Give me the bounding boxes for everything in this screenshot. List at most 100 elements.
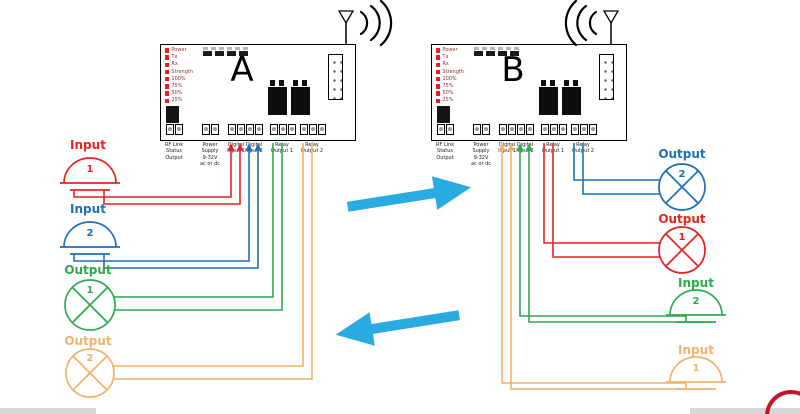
terminal <box>541 124 549 135</box>
lamp-symbol-a-output-1 <box>64 279 116 331</box>
wires-a-input-2 <box>73 145 259 269</box>
lamp-symbol-b-output-2 <box>658 163 706 211</box>
terminal <box>309 124 317 135</box>
radio-wave-icon <box>379 0 393 47</box>
led-row: 75% <box>165 83 193 89</box>
terminals-relay-output-1 <box>270 124 296 135</box>
device-a-input-2-label: Input <box>70 202 106 216</box>
terminal <box>571 124 579 135</box>
device-a-input-1-number: 1 <box>86 164 94 175</box>
tx-led-icon <box>165 55 170 60</box>
wires-a-input-1 <box>73 145 241 205</box>
led-row: 100% <box>436 75 464 82</box>
strength-led-icon <box>165 98 170 103</box>
module-b-led-column: Power Tx Rx Strength 100% 75% 50% 25% <box>436 48 464 106</box>
led-label: Tx <box>171 54 178 61</box>
led-label: Rx <box>171 61 178 68</box>
terminals-rf-link-status <box>437 124 454 135</box>
connector <box>486 51 495 56</box>
rx-led-icon <box>165 62 170 68</box>
relay-1 <box>539 87 558 115</box>
radio-wave-icon <box>359 10 369 36</box>
device-a-output-1-number: 1 <box>86 285 94 296</box>
rx-led-icon <box>436 62 441 68</box>
terminal <box>550 124 558 135</box>
module-a-board: Power Tx Rx Strength 100% 75% 50% 25% A <box>160 44 356 141</box>
led-label: 100% <box>171 75 186 82</box>
device-b-output-1-number: 1 <box>678 232 686 243</box>
terminal <box>437 124 445 135</box>
relay-pin <box>279 80 284 86</box>
device-a-input-1-label: Input <box>70 138 106 152</box>
terminal-label: RF Link Status Output <box>164 142 184 161</box>
top-connectors <box>474 51 519 56</box>
header-connector <box>599 54 614 100</box>
terminal <box>270 124 278 135</box>
led-label: 100% <box>442 75 457 82</box>
wireless-arrow-a-to-b-icon <box>346 176 472 212</box>
led-row: 100% <box>165 75 193 82</box>
led-row: Power <box>436 48 464 53</box>
terminal <box>166 124 174 135</box>
strength-led-icon <box>436 69 441 75</box>
terminal <box>446 124 454 135</box>
radio-wave-icon <box>369 4 381 42</box>
wire-arrowhead <box>254 143 262 151</box>
terminal <box>288 124 296 135</box>
tx-led-icon <box>436 55 441 60</box>
terminals-digital-input-2 <box>246 124 263 135</box>
terminals-relay-output-2 <box>571 124 597 135</box>
lamp-symbol-b-output-1 <box>658 226 706 274</box>
header-connector <box>328 54 343 100</box>
terminals-power-supply <box>202 124 219 135</box>
led-row: 25% <box>436 98 464 103</box>
module-b-letter: B <box>501 50 525 90</box>
terminal-label: Power Supply 9-32V ac or dc <box>470 142 492 167</box>
logo-arc <box>765 390 800 414</box>
led-label: Rx <box>442 61 449 68</box>
antenna-b-tip <box>602 10 620 25</box>
wire-arrowhead <box>236 143 244 151</box>
terminal-label: Digital Input 2 <box>245 142 263 155</box>
wires-a-output-1 <box>114 143 283 311</box>
relay-1 <box>268 87 287 115</box>
led-label: 50% <box>171 90 183 97</box>
relay-2 <box>562 87 581 115</box>
module-a-letter: A <box>230 50 254 90</box>
terminal <box>589 124 597 135</box>
device-b-output-2-label: Output <box>658 147 706 161</box>
led-row: Power <box>165 48 193 53</box>
wire-arrowhead <box>516 143 524 151</box>
connector <box>227 51 236 56</box>
top-connectors <box>203 51 248 56</box>
led-label: 75% <box>442 82 454 89</box>
terminal <box>202 124 210 135</box>
terminal <box>211 124 219 135</box>
wire-arrowhead <box>507 143 515 151</box>
wireless-arrow-b-to-a-icon <box>335 310 460 346</box>
device-a-output-2-label: Output <box>64 334 112 348</box>
radio-wave-icon <box>588 10 598 36</box>
relay-2 <box>291 87 310 115</box>
relay-pin <box>541 80 546 86</box>
relay-pin <box>302 80 307 86</box>
device-a-output-1-label: Output <box>64 263 112 277</box>
led-label: 25% <box>442 97 454 104</box>
terminal <box>237 124 245 135</box>
device-b-input-2-number: 2 <box>692 296 700 307</box>
led-row: Tx <box>165 55 193 60</box>
strength-led-icon <box>436 98 441 103</box>
terminals-digital-input-1 <box>228 124 245 135</box>
strength-led-icon <box>436 84 441 89</box>
terminal <box>175 124 183 135</box>
terminal <box>473 124 481 135</box>
led-label: 50% <box>442 90 454 97</box>
led-row: Rx <box>436 61 464 68</box>
wire-arrowhead <box>525 143 533 151</box>
page-edge-bottom-right <box>690 408 800 414</box>
led-row: Strength <box>436 69 464 75</box>
device-a-output-2-number: 2 <box>86 353 94 364</box>
led-label: Power <box>442 47 458 53</box>
terminals-relay-output-1 <box>541 124 567 135</box>
